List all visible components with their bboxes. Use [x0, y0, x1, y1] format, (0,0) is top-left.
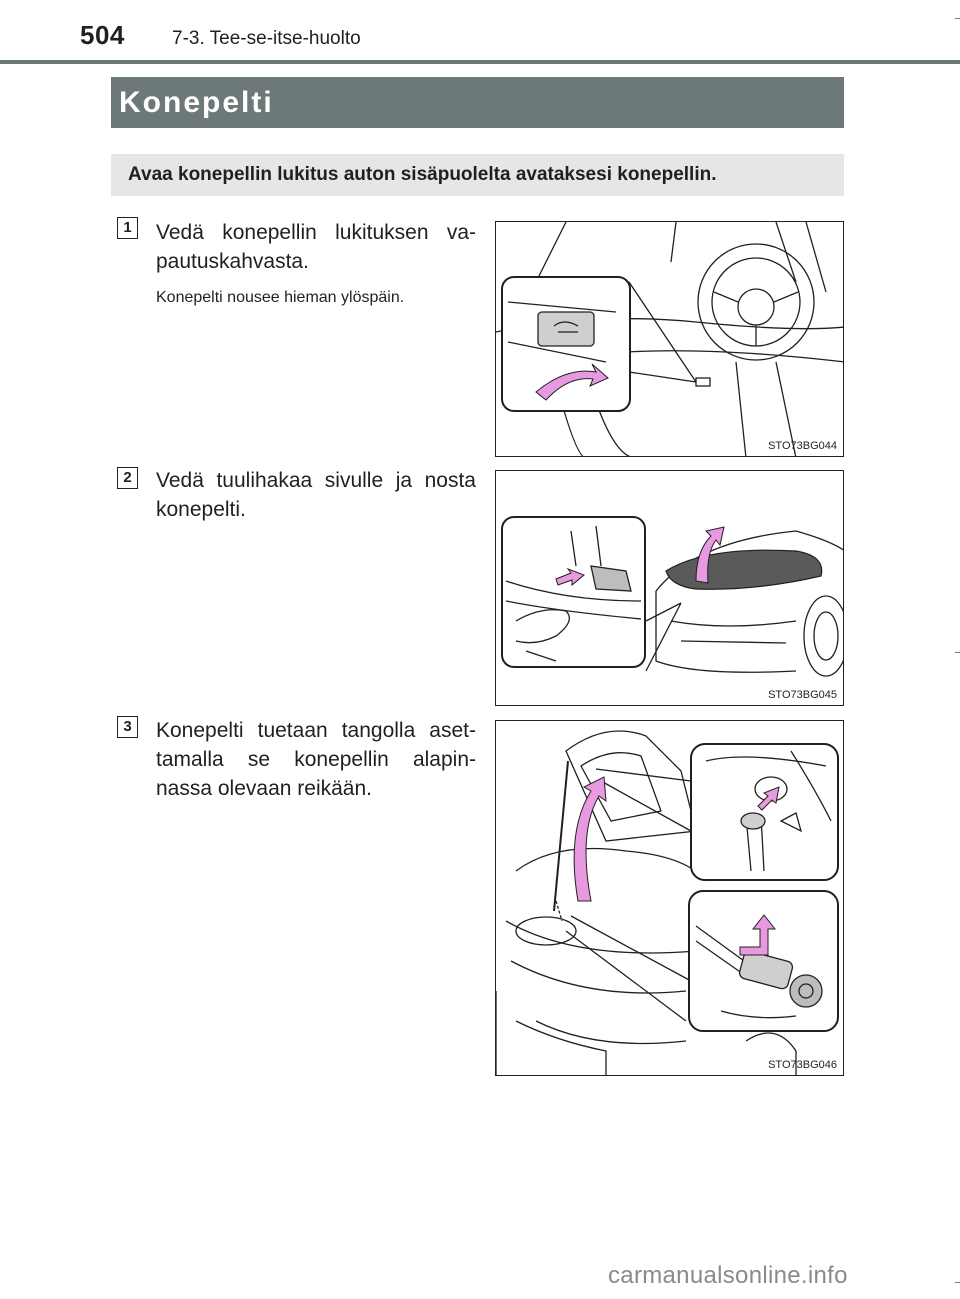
- edge-tick-middle: [955, 652, 960, 653]
- page-number: 504: [80, 20, 125, 50]
- step-3-text: Konepelti tuetaan tangolla aset-tamalla …: [156, 719, 476, 800]
- page-title: Konepelti: [111, 77, 844, 128]
- figure-code-2: STO73BG045: [768, 689, 837, 701]
- figure-code-3: STO73BG046: [768, 1059, 837, 1071]
- safety-catch-illustration: [501, 516, 843, 677]
- hood-release-illustration: [496, 222, 843, 456]
- figure-support-rod: STO73BG046: [495, 720, 844, 1076]
- header-rule: [0, 60, 960, 64]
- figure-hood-release-lever: STO73BG044: [495, 221, 844, 457]
- watermark: carmanualsonline.info: [608, 1262, 848, 1289]
- step-2-text: Vedä tuulihakaa sivulle ja nosta konepel…: [156, 469, 476, 521]
- step-1-note: Konepelti nousee hieman ylöspäin.: [156, 289, 405, 306]
- step-number-2: 2: [117, 467, 138, 489]
- intro-box: Avaa konepellin lukitus auton sisäpuolel…: [111, 154, 844, 196]
- figure-code-1: STO73BG044: [768, 440, 837, 452]
- section-reference: 7-3. Tee-se-itse-huolto: [172, 28, 361, 49]
- edge-tick-bottom: [955, 1282, 960, 1283]
- step-1-text: Vedä konepellin lukituksen va-pautuskahv…: [156, 221, 476, 273]
- support-rod-illustration: [496, 730, 839, 1075]
- step-number-3: 3: [117, 716, 138, 738]
- step-number-1: 1: [117, 217, 138, 239]
- figure-safety-catch: STO73BG045: [495, 470, 844, 706]
- edge-tick-top: [955, 18, 960, 19]
